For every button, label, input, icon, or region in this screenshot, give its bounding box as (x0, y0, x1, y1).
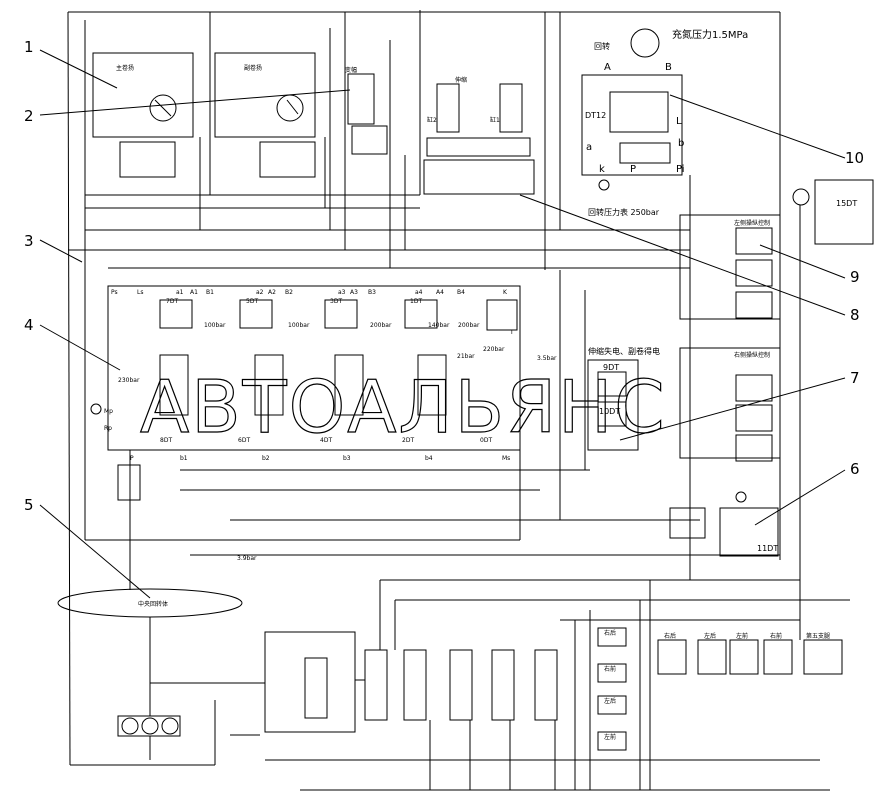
dt7-label: 7DT (166, 298, 178, 305)
power-loss-label: 伸缩失电、副卷得电 (588, 346, 660, 356)
dt2-label: 2DT (402, 437, 414, 444)
callout-9: 9 (850, 268, 860, 286)
outrigger-right-5: 第五支腿 (806, 632, 830, 640)
port-ps: Ps (111, 289, 118, 296)
port-b-label: B (665, 62, 672, 73)
pressure-220-label: 220bar (483, 346, 505, 353)
port-b4: B4 (457, 289, 465, 296)
port-a4-small: a4 (415, 289, 423, 296)
cylinder-1-label: 缸1 (490, 116, 500, 124)
central-joint-label: 中央回转体 (138, 600, 168, 608)
dt11-label: 11DT (757, 544, 778, 553)
dt9-label: 9DT (603, 363, 619, 372)
luff-label: 变幅 (345, 66, 357, 74)
outrigger-right-1: 右后 (664, 632, 676, 640)
port-p-label: P (630, 164, 636, 175)
dt0-label: 0DT (480, 437, 492, 444)
dt6-label: 6DT (238, 437, 250, 444)
port-a2-small: a2 (256, 289, 264, 296)
outrigger-right-2: 左后 (704, 632, 716, 640)
port-a1-small: a1 (176, 289, 184, 296)
port-b3-bottom: b3 (343, 455, 351, 462)
cylinder-2-label: 缸2 (427, 116, 437, 124)
outrigger-left-3: 左后 (604, 697, 616, 705)
port-p-main: P (130, 455, 134, 462)
dt15-label: 15DT (836, 199, 857, 208)
port-a1: A1 (190, 289, 198, 296)
dt5-label: 5DT (246, 298, 258, 305)
outrigger-left-1: 右后 (604, 629, 616, 637)
port-k-label: k (599, 164, 605, 175)
dt4-label: 4DT (320, 437, 332, 444)
port-b4-bottom: b4 (425, 455, 433, 462)
dt10-label: 10DT (599, 407, 620, 416)
rotation-label: 回转 (594, 41, 610, 51)
callout-8: 8 (850, 306, 860, 324)
pressure-200-label-1: 200bar (370, 322, 392, 329)
dt12-label: DT12 (585, 111, 606, 120)
port-b1-bottom: b1 (180, 455, 188, 462)
port-b-small-label: b (678, 138, 684, 149)
port-a3-small: a3 (338, 289, 346, 296)
port-mp: Mp (104, 408, 113, 415)
callout-1: 1 (24, 38, 34, 56)
pressure-100-label-1: 100bar (204, 322, 226, 329)
port-a4: A4 (436, 289, 444, 296)
control-bottom-label: 右侧操纵控制 (734, 351, 770, 359)
port-a-label: A (604, 62, 611, 73)
pressure-21-label: 21bar (457, 353, 475, 360)
watermark-text: АВТОАЛЬЯНС (140, 365, 667, 449)
port-k: K (503, 289, 508, 296)
port-ms: Ms (502, 455, 510, 462)
pressure-200-label-2: 200bar (458, 322, 480, 329)
dt3-label: 3DT (330, 298, 342, 305)
port-t: T (509, 329, 514, 336)
control-top-label: 左侧操纵控制 (734, 219, 770, 227)
port-a3: A3 (350, 289, 358, 296)
callout-5: 5 (24, 496, 34, 514)
port-b2: B2 (285, 289, 293, 296)
pressure-140-label: 140bar (428, 322, 450, 329)
port-a2: A2 (268, 289, 276, 296)
port-l-label: L (676, 116, 682, 127)
port-rp: Rp (104, 425, 112, 432)
outrigger-left-4: 左前 (604, 733, 616, 741)
nitrogen-label: 充氮压力1.5MPa (672, 28, 748, 41)
pressure-230-label: 230bar (118, 377, 140, 384)
pressure-100-label-2: 100bar (288, 322, 310, 329)
callout-10: 10 (845, 149, 864, 167)
port-b2-bottom: b2 (262, 455, 270, 462)
telescope-label: 伸缩 (455, 76, 467, 84)
pressure-35-label: 3.5bar (537, 355, 557, 362)
port-pi-label: Pi (676, 164, 685, 175)
port-ls: Ls (137, 289, 143, 296)
outrigger-left-2: 右前 (604, 665, 616, 673)
port-b3: B3 (368, 289, 376, 296)
callout-4: 4 (24, 316, 34, 334)
callout-7: 7 (850, 369, 860, 387)
outrigger-right-4: 右前 (770, 632, 782, 640)
callout-6: 6 (850, 460, 860, 478)
callout-2: 2 (24, 107, 34, 125)
port-b1: B1 (206, 289, 214, 296)
port-a-small-label: a (586, 142, 592, 153)
callout-3: 3 (24, 232, 34, 250)
dt1-label: 1DT (410, 298, 422, 305)
main-winch-label: 主卷扬 (116, 64, 134, 72)
dt8-label: 8DT (160, 437, 172, 444)
pressure-39-label: 3.9bar (237, 555, 257, 562)
outrigger-right-3: 左前 (736, 632, 748, 640)
aux-winch-label: 副卷扬 (244, 64, 262, 72)
rotation-gauge-label: 回转压力表 250bar (588, 207, 660, 217)
